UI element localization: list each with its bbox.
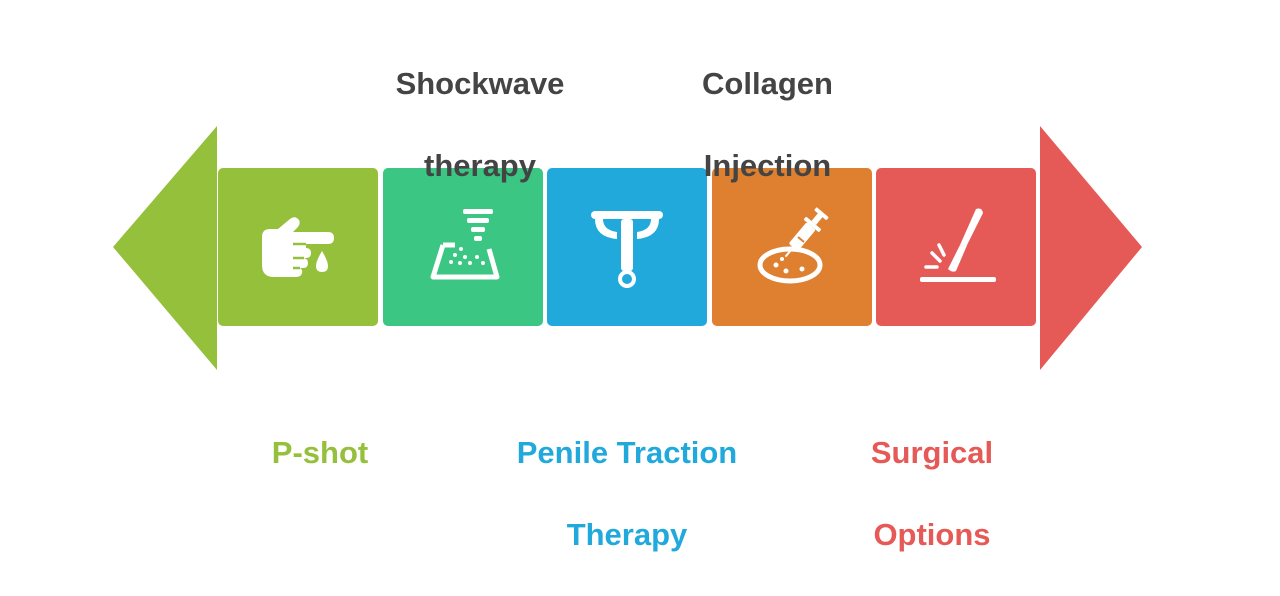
step-label-surgical: Surgical Options [812,391,1052,596]
step-label-p-shot: P-shot [210,391,430,514]
label-line: Collagen [702,66,833,101]
step-tile-collagen [712,168,872,326]
step-tile-traction [547,168,707,326]
step-label-traction: Penile Traction Therapy [487,391,767,596]
step-label-shockwave: Shockwave therapy [360,22,600,227]
right-arrowhead [1040,126,1142,370]
label-line: P-shot [271,435,369,470]
label-line: Therapy [566,517,688,552]
hand-drop-icon [262,217,334,277]
shockwave-device-icon [430,209,500,280]
left-arrowhead [113,126,217,370]
step-tile-p-shot [218,168,378,326]
label-line: therapy [424,148,536,183]
step-label-collagen: Collagen Injection [650,22,885,227]
label-line: Shockwave [395,66,565,101]
syringe-dish-icon [757,207,829,284]
label-line: Injection [703,148,832,183]
label-line: Surgical [870,435,994,470]
traction-device-icon [591,211,663,288]
scalpel-icon [920,208,996,282]
step-tile-shockwave [383,168,543,326]
step-tile-surgical [876,168,1036,326]
label-line: Options [873,517,991,552]
treatment-options-diagram: P-shot Shockwave therapy Penile Traction… [113,22,1142,552]
double-arrow [113,126,1142,370]
label-line: Penile Traction [516,435,738,470]
